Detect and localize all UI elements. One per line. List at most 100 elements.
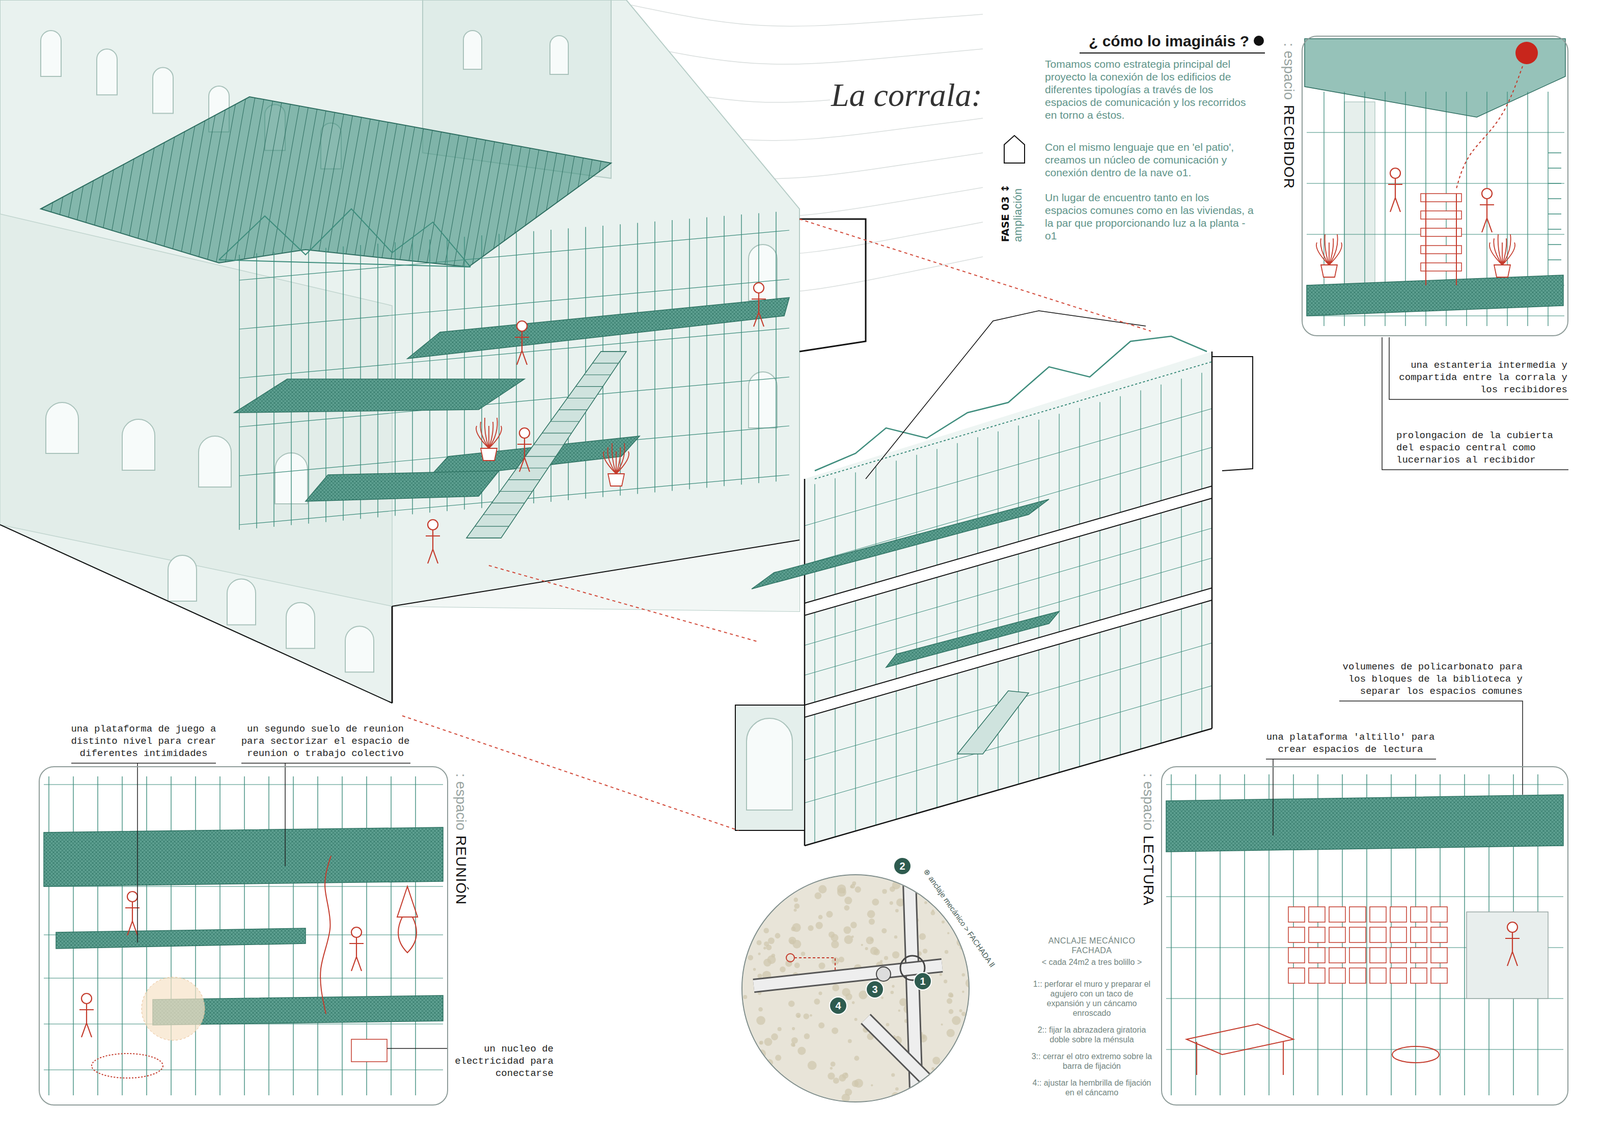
wall-texture — [749, 928, 755, 934]
wall-texture — [807, 1060, 817, 1070]
roof-line — [195, 71, 242, 326]
wall-texture — [758, 952, 761, 955]
truss-chord — [814, 361, 1212, 479]
space-panel: : espacioLECTURA — [1161, 765, 1569, 1106]
wall-texture — [854, 886, 862, 893]
wall-texture — [767, 936, 775, 944]
wall-texture — [922, 948, 928, 953]
ladder-rung — [1548, 243, 1562, 245]
wall-texture — [890, 990, 894, 995]
roof-line — [635, 71, 682, 326]
person-sketch — [1388, 168, 1403, 212]
person-head — [81, 992, 92, 1004]
roof-line — [186, 71, 233, 326]
wall-texture — [850, 921, 858, 928]
wall-texture — [777, 1026, 782, 1031]
book-block — [1329, 926, 1346, 943]
stair-tread — [525, 455, 557, 457]
book-block — [1349, 947, 1366, 963]
roof — [40, 96, 612, 267]
front-wall — [735, 704, 805, 831]
wall-texture — [736, 951, 743, 958]
roof-line — [333, 71, 379, 326]
wall — [1344, 101, 1375, 286]
book-block — [1288, 947, 1305, 963]
wall-texture — [741, 944, 747, 949]
book-block — [1329, 947, 1346, 963]
annotation: un segundo suelo de reunion para sectori… — [237, 722, 414, 760]
plant-sketch — [1489, 234, 1515, 265]
roof-line — [617, 71, 664, 326]
panel-heading-text: : espacio — [452, 773, 470, 831]
person-sketch — [1505, 921, 1520, 966]
wall-texture — [814, 891, 822, 899]
platform — [1306, 274, 1564, 316]
book-block — [1349, 906, 1366, 922]
shelf — [1420, 245, 1462, 254]
wall-texture — [757, 1049, 766, 1058]
wall-texture — [913, 874, 918, 879]
wall-texture — [830, 1061, 836, 1067]
building-axonometric — [0, 0, 866, 703]
book-block — [1410, 967, 1427, 983]
wall-texture — [828, 930, 835, 937]
wall-texture — [967, 973, 972, 977]
panel-heading-text: : espacio — [1280, 42, 1298, 100]
wall-texture — [838, 956, 845, 963]
wall-texture — [930, 910, 935, 916]
person-body — [1388, 178, 1403, 212]
book-block — [1288, 926, 1305, 943]
annotation: una plataforma de juego a distinto nivel… — [66, 722, 222, 760]
wall-texture — [853, 1078, 864, 1088]
roof-line — [21, 71, 68, 326]
book-block — [1430, 906, 1448, 922]
wall-texture — [770, 1032, 779, 1040]
scaffold-pole — [916, 454, 917, 571]
wall-texture — [861, 943, 864, 946]
panel-heading: : espacioREUNIÓN — [452, 770, 470, 907]
annotation: prolongacion de la cubierta del espacio … — [1395, 428, 1567, 467]
person-body — [79, 1003, 94, 1037]
wall-texture — [748, 954, 754, 960]
roof-line — [223, 71, 269, 326]
arched-window — [345, 625, 374, 672]
ladder-rung — [1548, 228, 1562, 230]
book-block — [1308, 906, 1326, 922]
arched-window — [198, 435, 232, 487]
title-underline — [1079, 52, 1265, 54]
wall-texture — [737, 1014, 741, 1017]
scaffold-pole — [671, 219, 673, 491]
detail-note: < cada 24m2 a tres bolillo > — [1029, 956, 1154, 968]
neighbour-wall — [1211, 356, 1253, 471]
stair-tread — [516, 467, 548, 468]
callout-text: 1 — [919, 975, 926, 987]
callout-number: 2 — [893, 856, 912, 875]
shelf-post — [1425, 193, 1427, 286]
sheet-title: ¿ cómo lo imagináis ? — [1087, 31, 1251, 51]
phase-tag: FASE 03 ↕ampliación — [999, 182, 1025, 244]
stair-tread — [533, 444, 564, 445]
roof-line — [204, 71, 251, 326]
wall-texture — [792, 939, 802, 949]
wall-texture — [791, 1036, 798, 1044]
building-mass — [0, 0, 800, 703]
wall-texture — [845, 992, 852, 1000]
roof-line — [397, 71, 444, 326]
arched-window — [122, 419, 155, 471]
scaffold-ledger — [804, 642, 1212, 760]
table-sketch — [1186, 1023, 1294, 1075]
wall-texture — [779, 966, 786, 973]
leader-line — [1265, 758, 1437, 760]
stair-tread — [592, 362, 619, 364]
shelf — [1420, 262, 1462, 271]
scaffold-pole — [1119, 524, 1121, 615]
scaffold — [234, 211, 790, 564]
wall-texture — [740, 911, 745, 916]
platform — [43, 826, 444, 887]
wall-texture — [870, 946, 879, 955]
roof-line — [626, 71, 673, 326]
scaffold-pole — [956, 673, 958, 802]
scaffold-pole — [341, 776, 343, 1095]
wall-texture — [913, 884, 919, 890]
wall-texture — [775, 1054, 782, 1061]
